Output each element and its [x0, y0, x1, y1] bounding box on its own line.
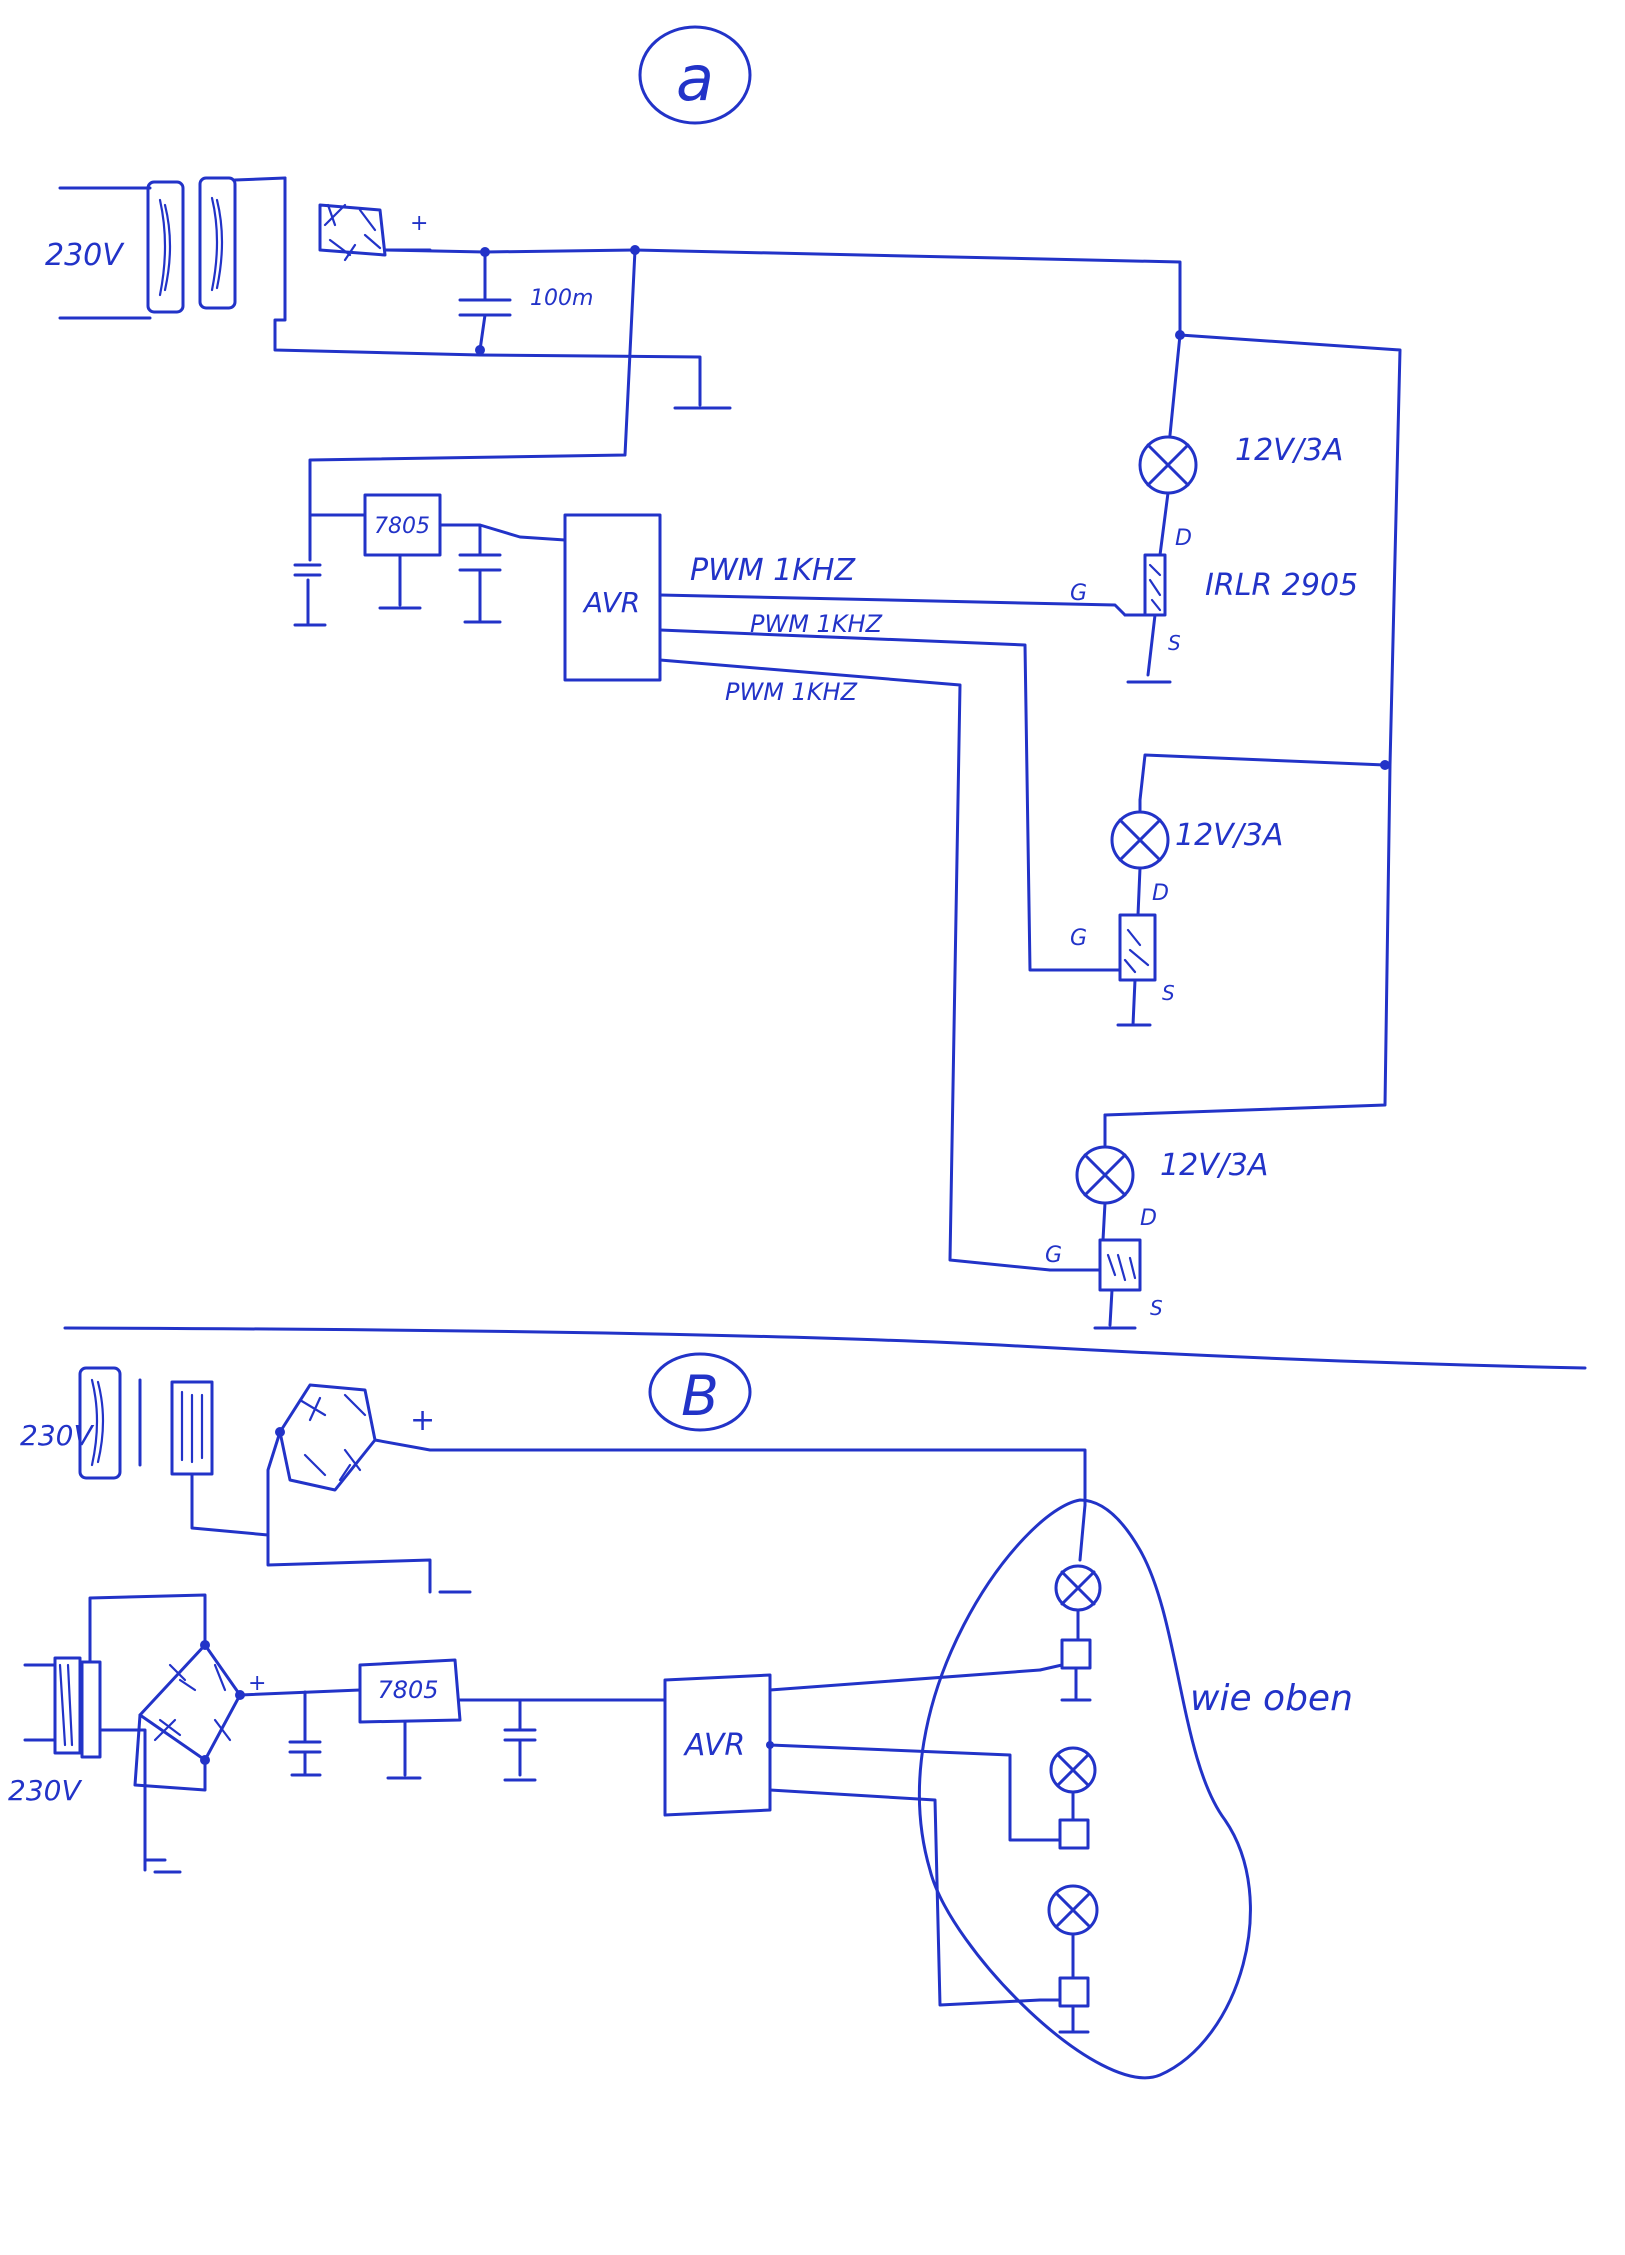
drain-label-3: D — [1140, 1206, 1157, 1231]
supply-wire-a — [308, 248, 637, 517]
regulator-label-a: 7805 — [374, 514, 430, 539]
capacitor-value: 100m — [530, 286, 593, 311]
mains-voltage-b2: 230V — [8, 1774, 82, 1807]
drain-label-2: D — [1152, 881, 1169, 906]
source-label-1: S — [1168, 631, 1181, 655]
pwm-line-1 — [658, 593, 1127, 617]
avr-controller-a: AVR — [563, 513, 662, 682]
regulator-label-b: 7805 — [377, 1676, 438, 1704]
mains-voltage-a: 230V — [45, 238, 125, 273]
avr-label-a: AVR — [582, 586, 640, 619]
branch-rail-a — [1138, 753, 1387, 802]
input-capacitor-b — [288, 1690, 322, 1777]
mosfet-2 — [1098, 913, 1157, 1027]
lamp-group-outline — [917, 1498, 1252, 2080]
smoothing-capacitor: 100m — [458, 250, 593, 355]
plus-sign-a: + — [410, 211, 428, 236]
plus-sign-b2: + — [248, 1671, 266, 1696]
transformer-b-power — [78, 1366, 270, 1537]
control-line-b3 — [768, 1788, 1042, 2007]
gate-label-3: G — [1045, 1243, 1062, 1268]
avr-label-b: AVR — [683, 1728, 745, 1763]
pwm-label-2: PWM 1KHZ — [750, 610, 883, 638]
lamp-b3 — [1038, 1884, 1099, 2034]
lamp-1 — [1138, 333, 1198, 557]
source-label-3: S — [1150, 1296, 1163, 1320]
transformer-b-logic — [23, 1593, 207, 1874]
regulator-7805-a: 7805 — [363, 493, 567, 624]
pwm-label-3: PWM 1KHZ — [725, 678, 858, 706]
section-b: B 230V + 230V — [8, 1352, 1353, 2080]
logic-supply-b — [238, 1688, 362, 1697]
source-label-2: S — [1162, 981, 1175, 1005]
bridge-rectifier-b-power: + — [266, 1383, 1087, 1594]
lamp-b1 — [1038, 1503, 1102, 1702]
transformer-a — [58, 176, 287, 320]
output-capacitor-b — [503, 1698, 537, 1782]
gate-label-2: G — [1070, 926, 1087, 951]
lamp-3 — [1075, 1113, 1135, 1242]
pwm-line-2 — [658, 628, 1102, 972]
lamp-rating-2: 12V/3A — [1175, 818, 1283, 853]
positive-rail-a — [383, 248, 1182, 337]
input-capacitor-a — [293, 513, 327, 627]
gate-label-1: G — [1070, 581, 1087, 606]
mains-voltage-b1: 230V — [20, 1419, 94, 1452]
drain-label-1: D — [1175, 526, 1192, 551]
avr-controller-b: AVR — [663, 1673, 774, 1817]
section-b-label: B — [681, 1364, 719, 1428]
lamp-2 — [1110, 798, 1170, 917]
lamp-rating-3: 12V/3A — [1160, 1148, 1268, 1183]
section-a: a 230V + 100m — [45, 25, 1402, 1330]
control-line-b2 — [768, 1743, 1042, 1842]
section-a-label-circle — [638, 25, 752, 125]
same-as-above-note: wie oben — [1190, 1678, 1353, 1719]
bridge-rectifier-a: + — [273, 176, 482, 357]
section-b-label-circle — [648, 1352, 752, 1432]
plus-sign-b1: + — [410, 1403, 435, 1438]
lamp-b2 — [1038, 1746, 1097, 1850]
mosfet-1 — [1123, 553, 1172, 684]
control-line-b1 — [768, 1668, 1042, 1692]
pwm-line-3 — [658, 658, 1052, 1272]
bridge-rectifier-b-logic: + — [133, 1640, 266, 1792]
mosfet-part-label: IRLR 2905 — [1205, 568, 1358, 603]
pwm-label-1: PWM 1KHZ — [690, 553, 856, 588]
regulator-7805-b: 7805 — [358, 1658, 462, 1780]
section-divider — [63, 1326, 1587, 1370]
lamp-rating-1: 12V/3A — [1235, 433, 1343, 468]
section-a-label: a — [676, 42, 714, 115]
mosfet-3 — [1048, 1238, 1142, 1330]
ground-symbol-a — [478, 353, 732, 410]
